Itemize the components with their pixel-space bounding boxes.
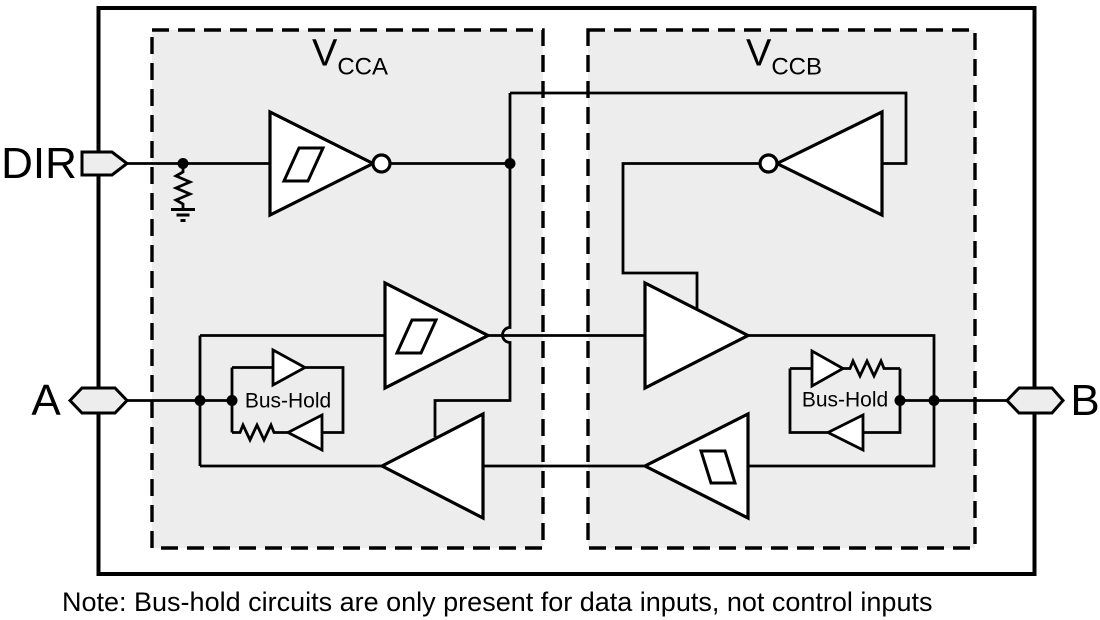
ground-symbol-icon (171, 208, 195, 222)
a-pin-symbol (67, 386, 130, 415)
triangle (378, 411, 485, 521)
bus-hold-a-feedback-buffer (284, 412, 324, 453)
inverter-bubble-icon (758, 153, 779, 174)
dir-pin-label: DIR (1, 139, 77, 188)
bus-hold-b-forward-buffer (810, 348, 846, 389)
bus-hold-b-resistor-zigzag (843, 357, 900, 380)
wires (127, 91, 1007, 468)
vccb-dir-inverter (758, 109, 884, 218)
dir-pin-symbol (80, 150, 130, 177)
triangle (773, 109, 884, 218)
bus-hold-cell-b (788, 348, 902, 453)
vcca-label-sub: CCA (337, 53, 389, 81)
vccb-label: VCCB (746, 35, 822, 80)
vcca-label: VCCA (312, 35, 388, 80)
hysteresis-icon (281, 146, 326, 183)
triangle (643, 280, 752, 391)
bus-hold-b-feedback-buffer (824, 412, 865, 453)
a2b-schmitt-buffer (383, 280, 492, 391)
vcca-label-base: V (311, 32, 338, 75)
dir-schmitt-inverter (268, 109, 392, 218)
wire-vccb-inverter-out-enable (621, 162, 760, 311)
bus-hold-a-resistor-zigzag (232, 421, 288, 444)
wire-dir-to-vccb (510, 91, 908, 165)
package-outline (96, 6, 1037, 576)
b2a-output-buffer (378, 411, 485, 521)
dir-pulldown-resistor (171, 163, 195, 222)
bus-hold-a-label: Bus-Hold (244, 389, 332, 413)
bus-hold-b-label: Bus-Hold (801, 388, 889, 412)
b-pin-label: B (1070, 376, 1100, 425)
triangle (641, 411, 750, 521)
bus-hold-a-forward-buffer (271, 347, 308, 388)
a-pin-label: A (31, 376, 61, 425)
vccb-label-base: V (745, 32, 772, 75)
b-pin-symbol (1004, 386, 1065, 415)
vccb-label-sub: CCB (771, 53, 823, 81)
a2b-output-buffer (643, 280, 752, 391)
junction-dots (177, 158, 940, 406)
triangle (268, 109, 377, 218)
note-text: Note: Bus-hold circuits are only present… (62, 587, 933, 617)
wire-dir-enable-vertical-with-hop (433, 93, 512, 437)
hysteresis-icon (394, 318, 439, 355)
inverter-bubble-icon (371, 153, 392, 174)
hysteresis-icon (698, 449, 738, 485)
b2a-schmitt-buffer (641, 411, 750, 521)
resistor-zigzag-dir (172, 163, 194, 208)
bus-hold-b-box (788, 367, 902, 434)
triangle (383, 280, 492, 391)
bus-hold-cell-a (230, 347, 345, 453)
pins (67, 150, 1065, 415)
gates (268, 109, 884, 521)
